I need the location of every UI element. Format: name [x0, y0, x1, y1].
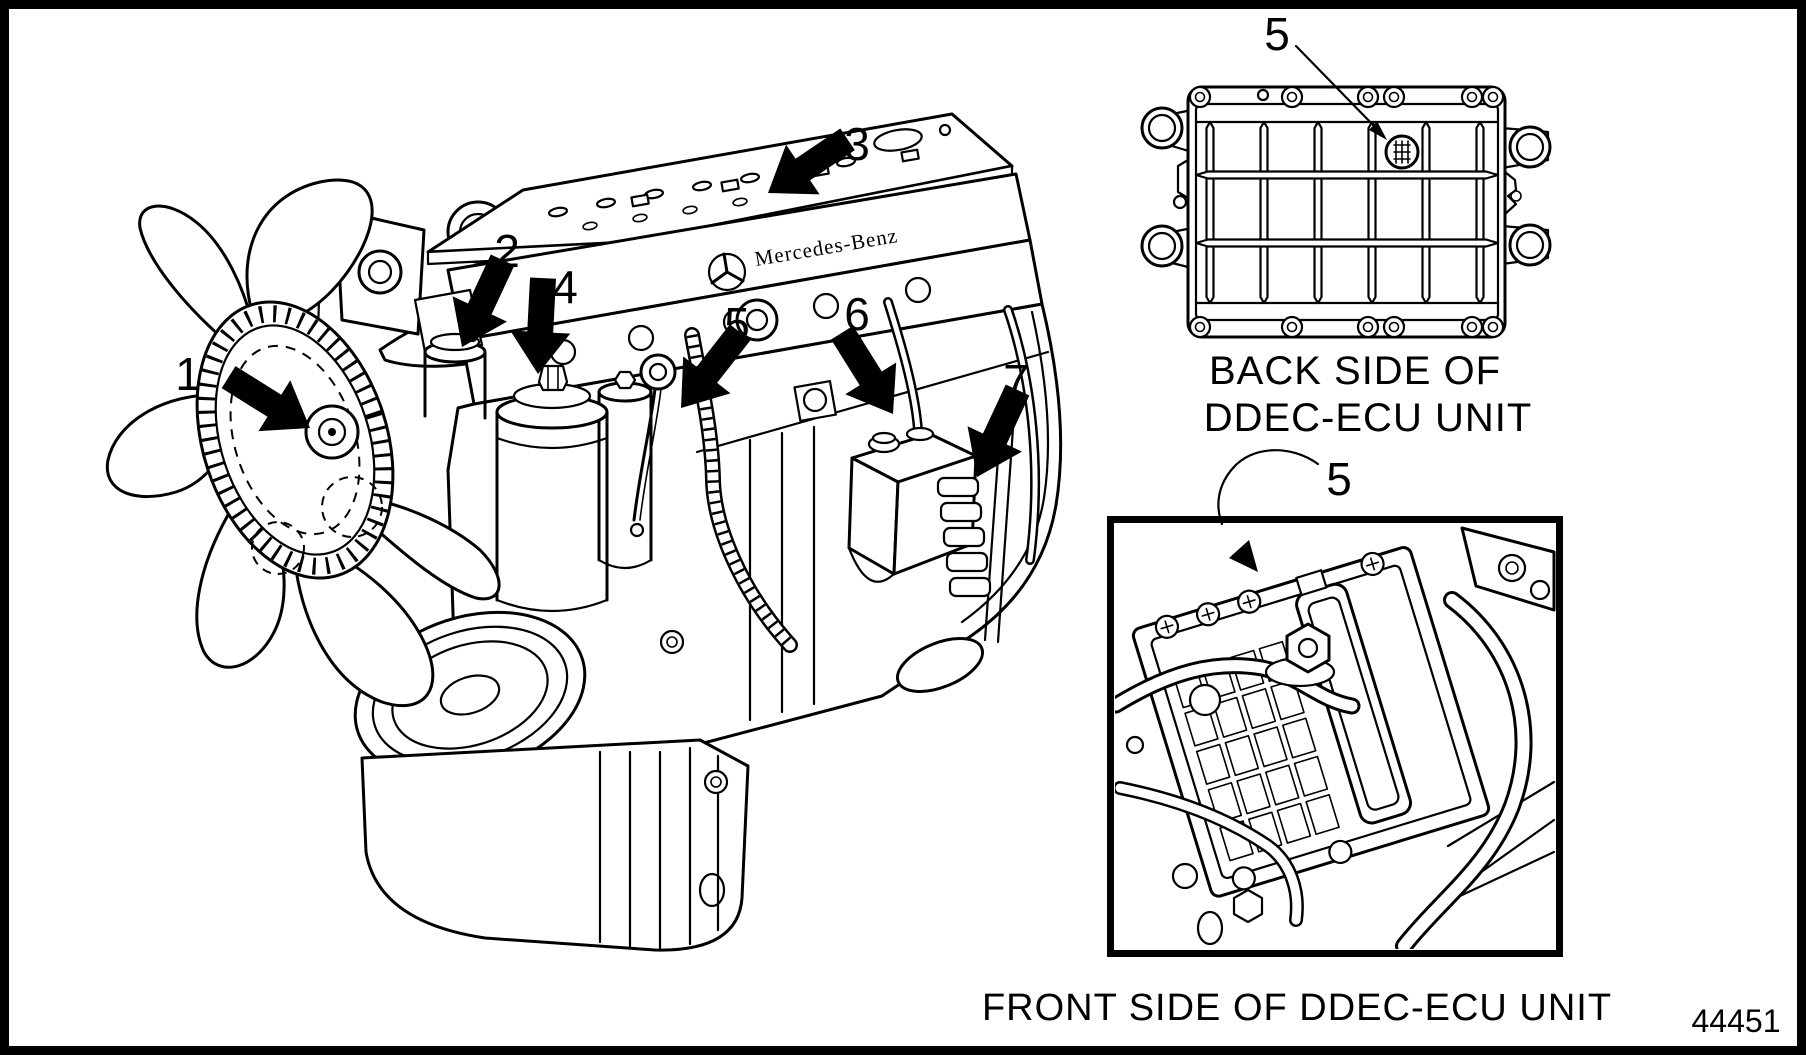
back-callout-label: 5	[1264, 8, 1290, 60]
ecu-front-view: 5 FRONT SIDE OF DDEC-ECU UNIT	[982, 449, 1612, 1029]
callout-label-2: 2	[494, 225, 520, 277]
lifting-eyelet	[735, 298, 779, 342]
ecu-emblem	[1384, 134, 1420, 170]
ecu-back-ears	[1140, 106, 1552, 270]
ecu-back-plate	[1186, 85, 1507, 339]
front-leader-arrowhead	[1229, 540, 1258, 572]
ecu-mounting-bolt	[1125, 622, 1336, 946]
callout-label-5: 5	[724, 298, 750, 350]
callout-label-3: 3	[844, 118, 870, 170]
starter	[895, 637, 985, 693]
oil-pan	[360, 738, 750, 952]
intake-port	[793, 380, 837, 422]
oil-fill-port	[873, 128, 923, 152]
engine-illustration: Mercedes-Benz	[105, 112, 1063, 952]
back-caption-line2: DDEC-ECU UNIT	[1204, 396, 1533, 440]
ecu-hoses	[1115, 591, 1533, 949]
ecu-front-art	[1115, 526, 1556, 949]
back-leader-arrowhead	[1369, 121, 1387, 140]
callout-label-4: 4	[552, 261, 578, 313]
figure-number: 44451	[1692, 1003, 1781, 1039]
back-caption-line1: BACK SIDE OF	[1209, 349, 1501, 393]
ecu-back-plate-inner	[1194, 102, 1500, 322]
front-caption: FRONT SIDE OF DDEC-ECU UNIT	[982, 987, 1612, 1029]
ecu-back-view: 5 BACK SIDE OF DDEC-ECU UNIT	[1140, 8, 1552, 440]
callout-label-7: 7	[1003, 355, 1029, 407]
fan-clutch	[195, 300, 395, 580]
oil-dipstick	[629, 353, 677, 538]
engine-callouts: 1 2 3 4 5 6 7	[175, 114, 1045, 490]
front-callout-label: 5	[1326, 453, 1352, 505]
front-leader-curve	[1217, 449, 1320, 526]
callout-label-6: 6	[844, 288, 870, 340]
ecu-back-ribs	[1194, 120, 1500, 305]
callout-label-1: 1	[175, 348, 201, 400]
mercedes-star-icon	[707, 252, 747, 292]
back-leader-line	[1294, 44, 1378, 130]
ecu-back-bolts	[1188, 85, 1505, 339]
